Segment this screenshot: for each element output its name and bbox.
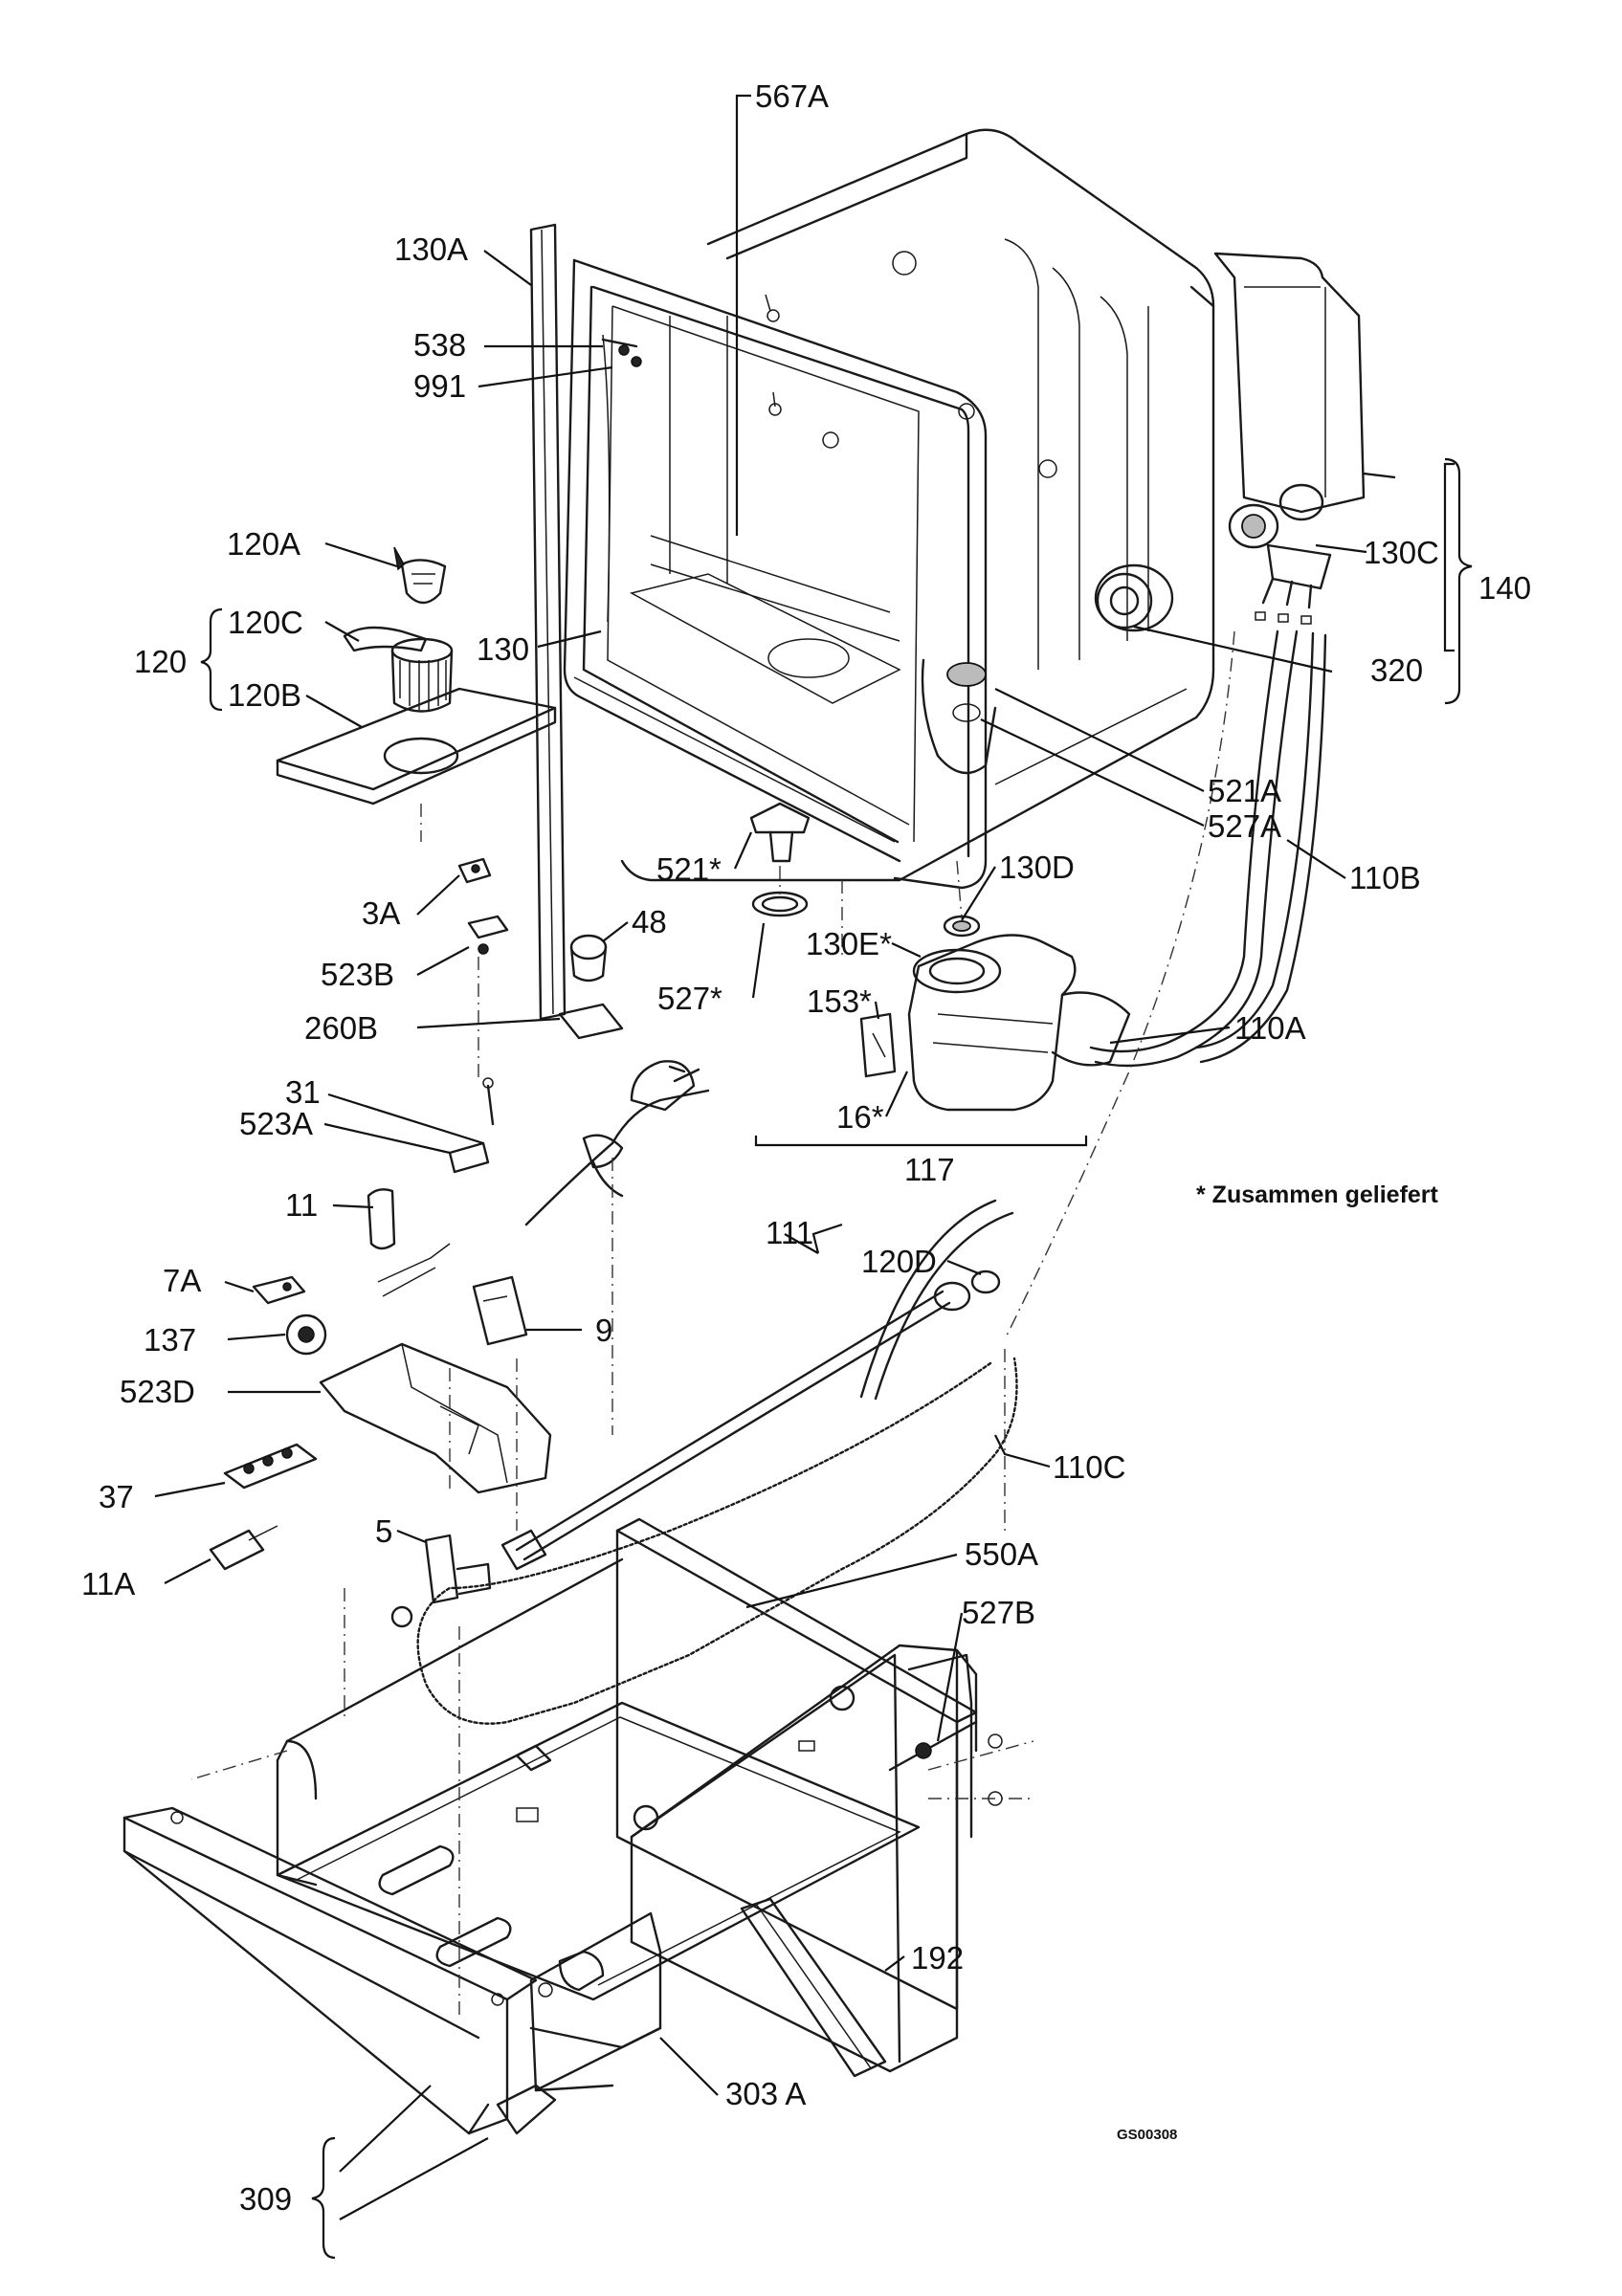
float-and-nut	[749, 802, 811, 917]
dishwasher-tub	[563, 128, 1215, 890]
label-110B: 110B	[1349, 860, 1421, 895]
base-frame	[276, 1517, 1003, 2092]
label-3A: 3A	[362, 895, 400, 931]
label-153-star: 153*	[807, 983, 872, 1019]
electrical-small-parts	[209, 857, 710, 1628]
label-260B: 260B	[304, 1010, 378, 1046]
label-37: 37	[99, 1479, 134, 1514]
label-120C: 120C	[228, 605, 303, 640]
label-303A: 303 A	[725, 2076, 806, 2111]
label-110A: 110A	[1234, 1010, 1306, 1046]
label-309: 309	[239, 2181, 292, 2217]
label-11A: 11A	[81, 1566, 135, 1601]
label-48: 48	[632, 904, 667, 939]
grouping-braces	[200, 457, 1473, 2260]
label-9: 9	[595, 1313, 612, 1348]
label-130E-star: 130E*	[806, 926, 892, 961]
assembly-guide-lines	[190, 630, 1235, 2019]
label-130: 130	[477, 631, 529, 667]
supplied-together-note: * Zusammen geliefert	[1196, 1181, 1439, 1208]
pump-sump-assembly	[859, 915, 1131, 1112]
label-991: 991	[413, 368, 466, 404]
label-521-star: 521*	[656, 851, 722, 887]
hoses	[416, 629, 1327, 1725]
label-7A: 7A	[163, 1263, 201, 1298]
filter-assembly	[276, 546, 557, 806]
label-527-star: 527*	[657, 981, 722, 1016]
label-523B: 523B	[321, 957, 394, 992]
label-527B: 527B	[962, 1595, 1035, 1630]
label-31: 31	[285, 1074, 321, 1110]
label-538: 538	[413, 327, 466, 363]
label-137: 137	[144, 1322, 196, 1358]
label-320: 320	[1370, 652, 1423, 688]
label-550A: 550A	[965, 1536, 1038, 1572]
label-120: 120	[134, 644, 187, 679]
label-527A: 527A	[1208, 808, 1281, 844]
label-16-star: 16*	[836, 1099, 884, 1135]
part-labels: 567A 130A 538 991 120A 120C 120 120B 130…	[81, 78, 1531, 2217]
label-130D: 130D	[999, 850, 1075, 885]
leader-lines	[154, 94, 1455, 2220]
label-11: 11	[285, 1187, 318, 1223]
label-521A: 521A	[1208, 773, 1281, 808]
label-192: 192	[911, 1940, 964, 1976]
label-567A: 567A	[755, 78, 829, 114]
label-5: 5	[375, 1513, 392, 1549]
label-523D: 523D	[120, 1374, 195, 1409]
water-softener-unit	[1213, 252, 1366, 625]
label-120B: 120B	[228, 677, 301, 713]
label-523A: 523A	[239, 1106, 313, 1141]
door-gasket-part	[529, 223, 611, 1021]
label-111: 111	[766, 1215, 813, 1250]
label-120D: 120D	[861, 1244, 937, 1279]
hinge-screws	[601, 294, 782, 416]
label-130A: 130A	[394, 232, 468, 267]
drawing-code: GS00308	[1117, 2127, 1177, 2143]
toe-kick-panel	[122, 1806, 557, 2135]
label-117: 117	[904, 1152, 955, 1187]
label-130C: 130C	[1364, 535, 1439, 570]
label-140: 140	[1478, 570, 1531, 606]
spray-arm-pipe	[500, 1269, 1001, 1571]
label-120A: 120A	[227, 526, 300, 562]
label-110C: 110C	[1053, 1449, 1125, 1485]
